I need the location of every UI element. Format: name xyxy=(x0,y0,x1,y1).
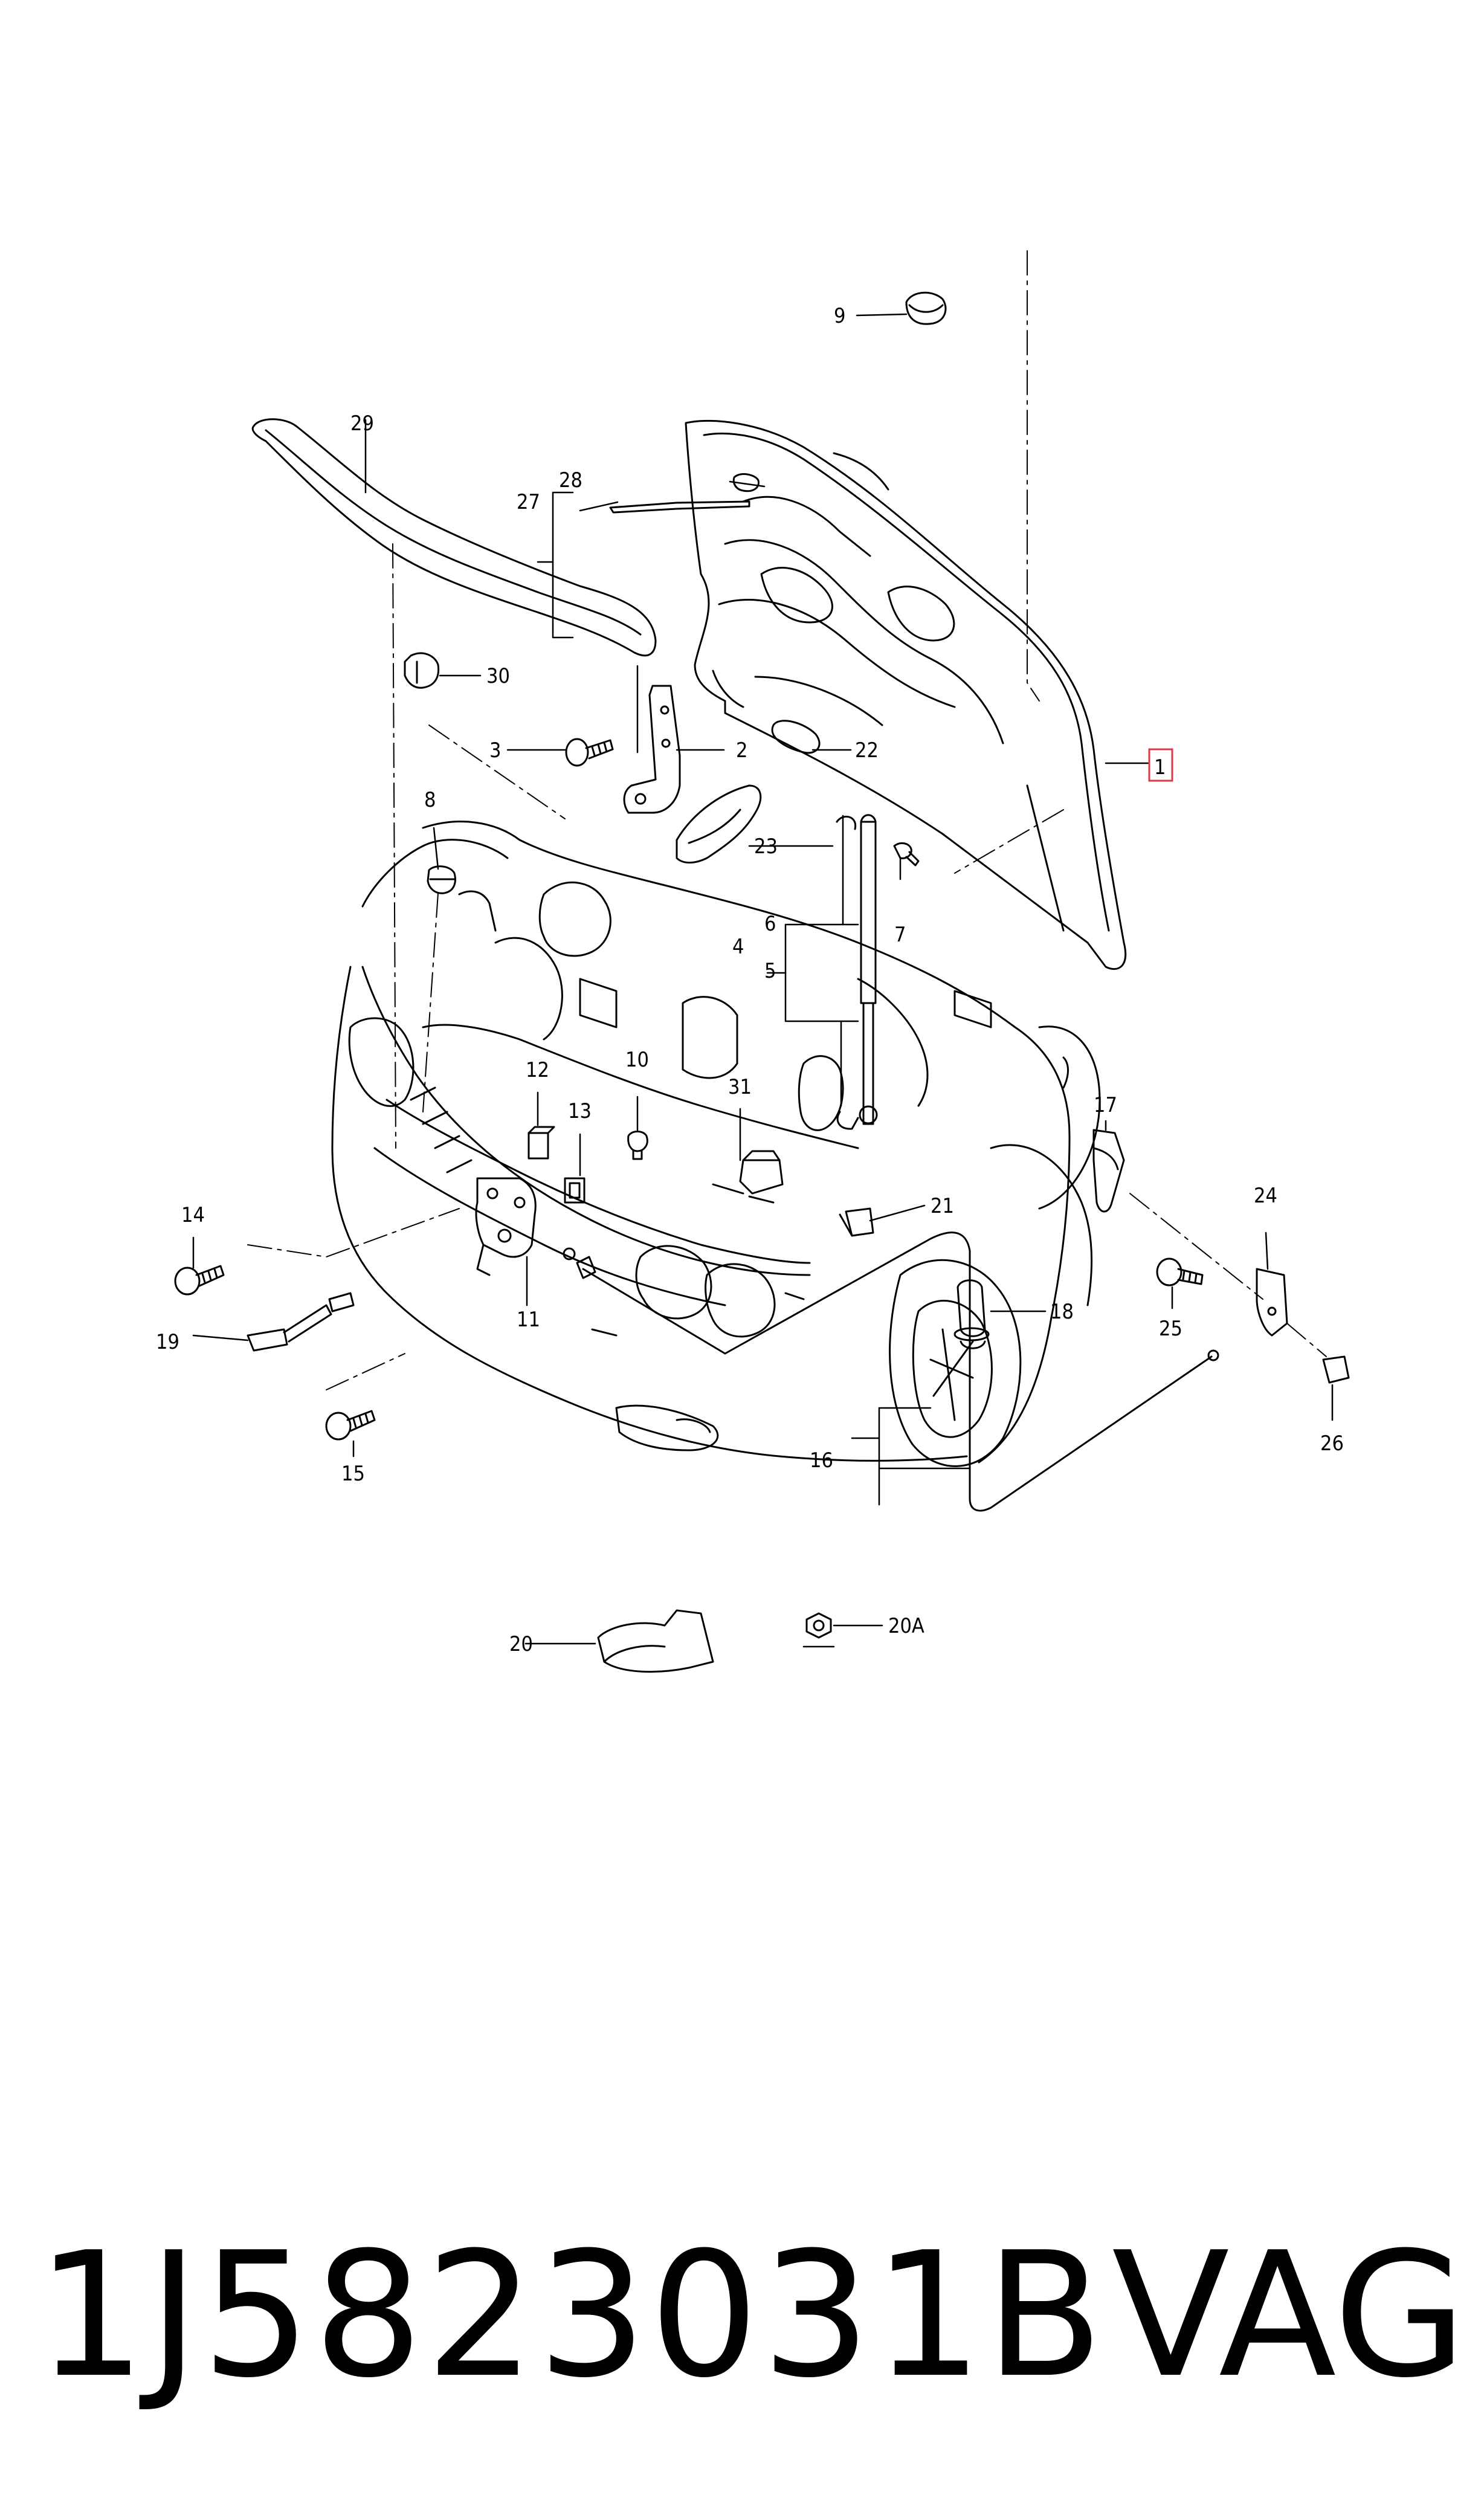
callout-23: 23 xyxy=(754,834,778,859)
callout-4: 4 xyxy=(732,935,744,959)
bottom-parts xyxy=(597,1609,832,1673)
fasteners-left xyxy=(174,1265,376,1441)
callout-12: 12 xyxy=(526,1058,549,1082)
callout-1: 1 xyxy=(1154,755,1166,780)
grommet xyxy=(427,865,456,894)
stop-buffer xyxy=(404,652,440,689)
part-number-label: 1J5823031B xyxy=(36,2215,1106,2416)
callout-25: 25 xyxy=(1159,1317,1182,1341)
callout-11: 11 xyxy=(517,1308,540,1332)
seal-strip xyxy=(251,418,657,657)
callout-20: 20 xyxy=(509,1632,533,1656)
callout-9: 9 xyxy=(834,304,845,328)
callout-29: 29 xyxy=(350,412,374,436)
hinge-bolt xyxy=(565,738,614,767)
hood-lock xyxy=(475,1177,537,1276)
retaining-clip xyxy=(609,473,760,514)
callout-15: 15 xyxy=(341,1462,365,1486)
callout-6: 6 xyxy=(764,912,776,936)
brand-label: VAG xyxy=(1112,2215,1467,2416)
callout-27: 27 xyxy=(517,490,540,514)
callout-30: 30 xyxy=(486,664,510,688)
pin-7 xyxy=(893,842,920,867)
parts-diagram: 1 2 3 4 5 6 7 8 9 10 11 12 13 14 15 16 1… xyxy=(156,250,1350,1673)
release-cable xyxy=(563,1232,1219,1512)
callout-8: 8 xyxy=(424,788,436,812)
rubber-buffer xyxy=(905,291,947,325)
gas-strut xyxy=(836,814,878,1130)
callout-16: 16 xyxy=(810,1448,833,1473)
callout-24: 24 xyxy=(1254,1184,1277,1208)
callout-5: 5 xyxy=(764,959,776,983)
small-parts xyxy=(527,1126,874,1237)
cover-flap xyxy=(676,784,762,864)
callout-1-box xyxy=(1148,748,1173,782)
callout-2: 2 xyxy=(736,738,747,763)
callout-10: 10 xyxy=(625,1048,649,1072)
callout-26: 26 xyxy=(1320,1432,1344,1456)
leader-lines xyxy=(192,313,1334,1648)
callout-7: 7 xyxy=(894,923,906,947)
callout-3: 3 xyxy=(489,738,501,763)
callout-28: 28 xyxy=(559,468,582,492)
hood-pad xyxy=(771,720,821,754)
car-body xyxy=(331,821,1101,1467)
callouts: 1 2 3 4 5 6 7 8 9 10 11 12 13 14 15 16 1… xyxy=(156,304,1344,1656)
dashed-guides xyxy=(247,250,1327,1390)
callout-18: 18 xyxy=(1050,1300,1074,1324)
callout-17: 17 xyxy=(1094,1093,1117,1117)
callout-13: 13 xyxy=(568,1099,592,1123)
callout-21: 21 xyxy=(931,1194,954,1218)
callout-31: 31 xyxy=(728,1075,752,1099)
hood-hinge xyxy=(623,685,681,814)
hood-panel xyxy=(685,419,1127,970)
callout-22: 22 xyxy=(855,738,879,763)
fasteners-right xyxy=(1092,1129,1350,1384)
callout-14: 14 xyxy=(181,1203,205,1227)
callout-20a: 20A xyxy=(888,1614,924,1638)
callout-19: 19 xyxy=(156,1330,179,1354)
